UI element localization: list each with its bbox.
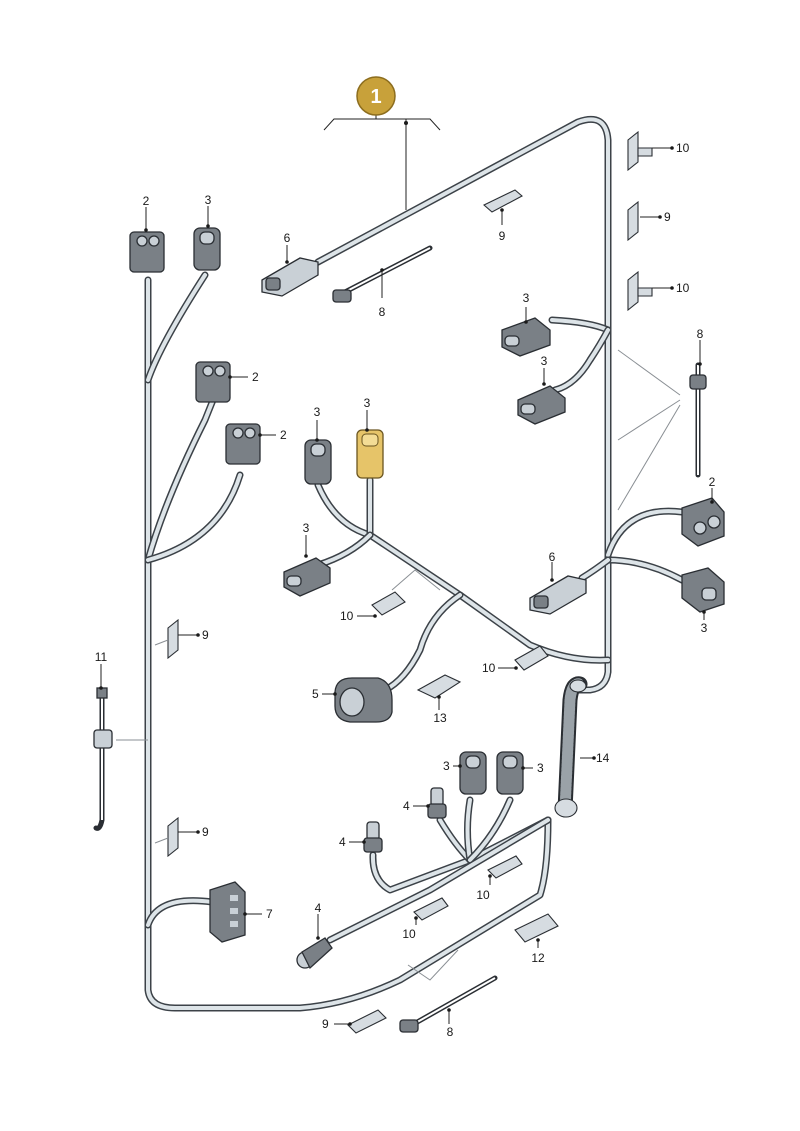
- connector-2-top-left: [129, 231, 165, 273]
- main-part-badge: 1: [323, 76, 441, 210]
- label-9: 9: [322, 1017, 329, 1031]
- clip-12: [514, 913, 559, 943]
- label-2: 2: [280, 428, 287, 442]
- label-3: 3: [541, 354, 548, 368]
- label-10: 10: [340, 609, 354, 623]
- connectors: [129, 227, 725, 970]
- clip-10-center: [371, 591, 406, 616]
- connector-7: [209, 881, 246, 943]
- label-10: 10: [476, 888, 490, 902]
- label-9: 9: [664, 210, 671, 224]
- harness-wires: [144, 115, 686, 1012]
- label-3: 3: [364, 396, 371, 410]
- clip-9-left-a: [167, 618, 179, 660]
- connector-3-lower-b: [496, 751, 524, 795]
- label-4: 4: [403, 799, 410, 813]
- label-11: 11: [95, 650, 108, 664]
- label-9: 9: [202, 825, 209, 839]
- label-3: 3: [701, 621, 708, 635]
- label-3: 3: [303, 521, 310, 535]
- corrugated-conduit: [554, 676, 588, 818]
- label-7: 7: [266, 907, 273, 921]
- label-2: 2: [252, 370, 259, 384]
- clip-10-lower-b: [413, 897, 449, 921]
- sensor-4-c: [296, 937, 333, 970]
- badge-number: 1: [370, 86, 381, 108]
- clip-13: [416, 674, 462, 699]
- label-6: 6: [284, 231, 291, 245]
- label-8: 8: [697, 327, 704, 341]
- label-2: 2: [709, 475, 716, 489]
- sensor-4-a: [427, 787, 447, 819]
- clip-10-mid-right: [627, 270, 639, 312]
- connector-3-center-left: [283, 557, 331, 597]
- clip-9-left-b: [167, 816, 179, 858]
- label-6: 6: [549, 550, 556, 564]
- sensor-4-b: [363, 821, 383, 853]
- part-labels: 2 3 6 8 9 10 9 10 3 3 8 2 2 3 3 3 2 6: [95, 141, 716, 1039]
- connector-3-right-a: [501, 317, 551, 357]
- clip-9-bottom: [347, 1009, 387, 1034]
- ties-and-clips: [93, 130, 707, 1034]
- label-12: 12: [531, 951, 545, 965]
- label-3: 3: [537, 761, 544, 775]
- clip-9-top-center: [483, 189, 523, 213]
- connector-3-center: [304, 439, 332, 485]
- badge-circle: [356, 76, 396, 116]
- cable-tie-11: [93, 692, 105, 831]
- clip-10-right: [514, 645, 549, 671]
- label-2: 2: [143, 194, 150, 208]
- connector-2-left-b: [225, 423, 261, 465]
- label-8: 8: [379, 305, 386, 319]
- label-3: 3: [443, 759, 450, 773]
- label-8: 8: [447, 1025, 454, 1039]
- label-5: 5: [312, 687, 319, 701]
- clip-10-lower-a: [487, 855, 523, 879]
- clip-10-top: [627, 130, 639, 172]
- label-10: 10: [676, 281, 690, 295]
- connector-6-top: [261, 257, 319, 297]
- label-10: 10: [482, 661, 496, 675]
- label-3: 3: [523, 291, 530, 305]
- label-10: 10: [676, 141, 690, 155]
- connector-3-right-c: [681, 567, 725, 613]
- grouping-lines: [116, 349, 681, 981]
- label-13: 13: [433, 711, 447, 725]
- label-4: 4: [339, 835, 346, 849]
- connector-6-right: [529, 575, 587, 615]
- connector-5: [334, 677, 393, 723]
- label-4: 4: [315, 901, 322, 915]
- connector-3-top-left: [193, 227, 221, 271]
- label-3: 3: [205, 193, 212, 207]
- clip-9-top-right: [627, 200, 639, 242]
- label-9: 9: [202, 628, 209, 642]
- label-14: 14: [596, 751, 610, 765]
- connector-3-right-b: [517, 385, 566, 425]
- connector-3-highlighted: [356, 429, 384, 479]
- label-10: 10: [402, 927, 416, 941]
- connector-2-left-a: [195, 361, 231, 403]
- connector-2-right: [681, 497, 725, 547]
- connector-3-lower-a: [459, 751, 487, 795]
- label-9: 9: [499, 229, 506, 243]
- label-3: 3: [314, 405, 321, 419]
